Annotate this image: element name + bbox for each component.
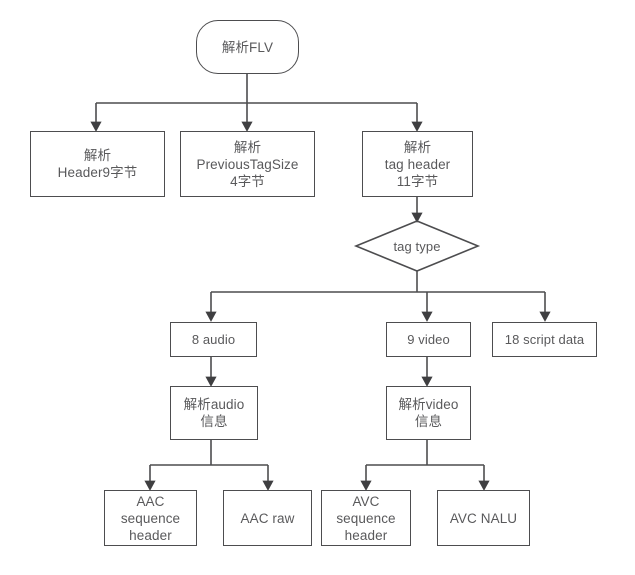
node-script-data-tag-label: 18 script data <box>504 332 585 347</box>
node-parse-previoustagsize-label: 解析 PreviousTagSize 4字节 <box>196 139 299 189</box>
node-aac-sequence-header[interactable]: AAC sequence header <box>104 490 197 546</box>
node-aac-raw[interactable]: AAC raw <box>223 490 312 546</box>
node-parse-flv[interactable]: 解析FLV <box>196 20 299 74</box>
node-parse-header[interactable]: 解析 Header9字节 <box>30 131 165 197</box>
node-parse-audio-info-label: 解析audio 信息 <box>183 397 245 429</box>
node-avc-nalu-label: AVC NALU <box>449 510 518 526</box>
node-aac-sequence-header-label: AAC sequence header <box>120 493 181 543</box>
node-parse-audio-info[interactable]: 解析audio 信息 <box>170 386 258 440</box>
node-avc-nalu[interactable]: AVC NALU <box>437 490 530 546</box>
node-parse-header-label: 解析 Header9字节 <box>57 148 138 180</box>
node-avc-sequence-header-label: AVC sequence header <box>336 493 396 543</box>
node-parse-tag-header[interactable]: 解析 tag header 11字节 <box>362 131 473 197</box>
node-parse-previoustagsize[interactable]: 解析 PreviousTagSize 4字节 <box>180 131 315 197</box>
node-avc-sequence-header[interactable]: AVC sequence header <box>321 490 411 546</box>
node-tag-type-decision[interactable]: tag type <box>356 221 478 271</box>
node-script-data-tag[interactable]: 18 script data <box>492 322 597 357</box>
node-audio-tag[interactable]: 8 audio <box>170 322 257 357</box>
node-video-tag[interactable]: 9 video <box>386 322 471 357</box>
node-parse-flv-label: 解析FLV <box>221 39 274 55</box>
node-aac-raw-label: AAC raw <box>240 510 295 526</box>
node-video-tag-label: 9 video <box>407 332 450 347</box>
node-tag-type-label: tag type <box>393 238 441 254</box>
node-parse-video-info-label: 解析video 信息 <box>398 397 459 429</box>
node-parse-tag-header-label: 解析 tag header 11字节 <box>384 139 451 189</box>
node-audio-tag-label: 8 audio <box>191 332 236 347</box>
node-parse-video-info[interactable]: 解析video 信息 <box>386 386 471 440</box>
